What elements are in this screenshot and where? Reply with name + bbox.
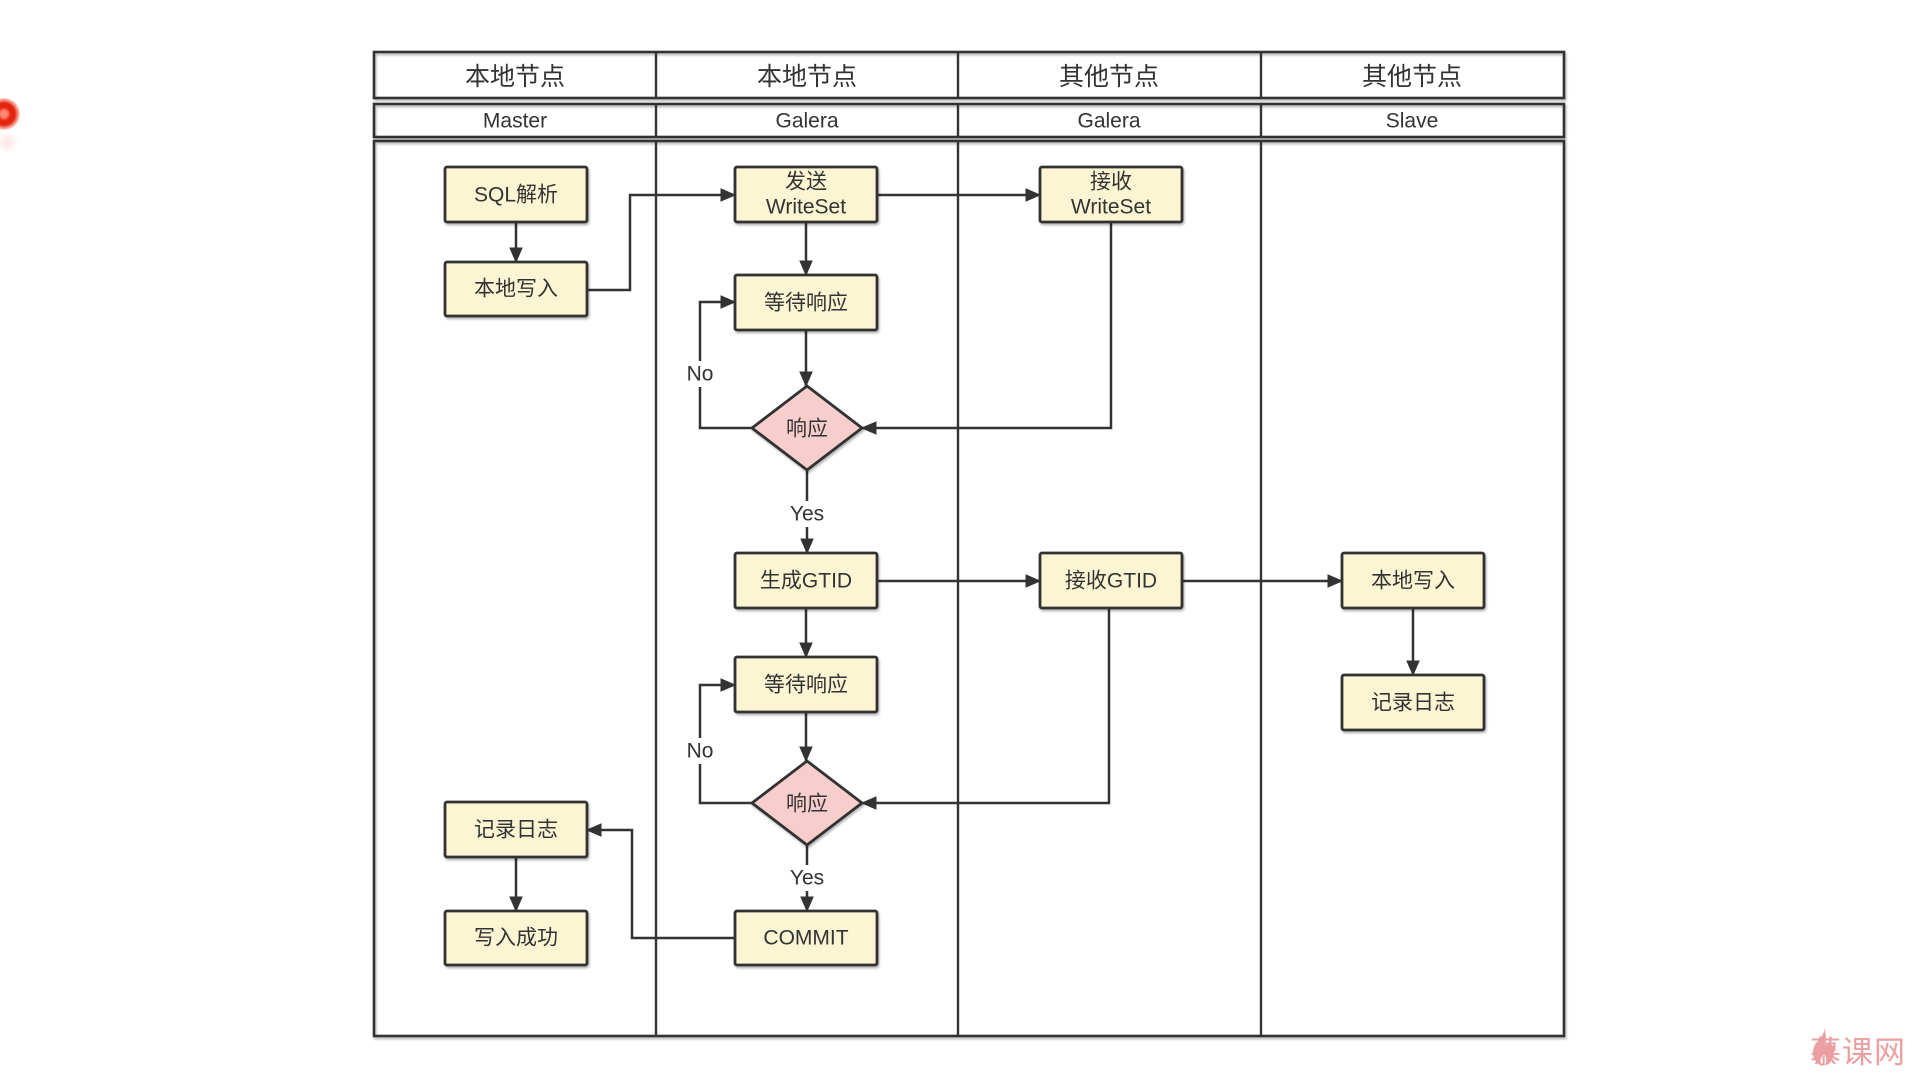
decision-diamond — [749, 384, 865, 472]
process-box — [443, 165, 589, 224]
lane-title-other-galera: 其他节点 — [1059, 63, 1159, 91]
node-write-success: 写入成功 — [443, 909, 589, 967]
node-sql-parse: SQL解析 — [443, 165, 589, 224]
node-label: 记录日志 — [474, 819, 558, 842]
node-label: WriteSet — [1071, 196, 1151, 219]
flow-edges — [509, 188, 1420, 940]
node-local-write-master: 本地写入 — [443, 260, 589, 318]
flame-icon — [1812, 1027, 1835, 1066]
edge-label-yes-1: Yes — [790, 503, 824, 526]
process-box — [443, 260, 589, 318]
node-label: 等待响应 — [764, 292, 848, 315]
process-box — [1340, 673, 1486, 732]
flow-nodes: SQL解析 本地写入 发送 WriteSet 接收 WriteSet 等待响应 … — [443, 165, 1486, 967]
node-label: 发送 — [785, 171, 827, 194]
process-box — [1038, 551, 1184, 610]
process-box — [443, 909, 589, 967]
node-label: COMMIT — [763, 927, 848, 950]
decision-diamond — [749, 759, 865, 847]
node-recv-gtid: 接收GTID — [1038, 551, 1184, 610]
edge-label-bg — [682, 738, 718, 764]
edge-localwrite-to-sendwriteset — [587, 188, 737, 292]
swimlane-table: 本地节点 本地节点 其他节点 其他节点 Master Galera Galera… — [372, 50, 1566, 1038]
node-label: 本地写入 — [474, 278, 558, 301]
process-box — [733, 165, 879, 224]
lane-body-band — [372, 139, 1566, 1038]
lane-title-band — [372, 50, 1566, 100]
process-box — [1340, 551, 1486, 610]
node-label: 生成GTID — [760, 570, 852, 593]
node-label: 响应 — [786, 418, 828, 441]
lane-label-slave: Slave — [1386, 110, 1439, 133]
edge-labels: No Yes No Yes — [682, 361, 829, 891]
lane-label-band — [372, 102, 1566, 139]
node-label: SQL解析 — [474, 184, 558, 207]
lane-label-master: Master — [483, 110, 547, 133]
edge-label-bg — [682, 361, 718, 387]
node-label: 等待响应 — [764, 674, 848, 697]
recording-dot-indicator — [0, 98, 20, 130]
edge-label-no-1: No — [687, 363, 714, 386]
node-gen-gtid: 生成GTID — [733, 551, 879, 610]
lane-title-local-master: 本地节点 — [465, 63, 565, 91]
node-label: 本地写入 — [1371, 570, 1455, 593]
node-send-writeset: 发送 WriteSet — [733, 165, 879, 224]
process-box — [733, 273, 879, 332]
node-wait-response-1: 等待响应 — [733, 273, 879, 332]
node-local-write-slave: 本地写入 — [1340, 551, 1486, 610]
node-label: 接收 — [1090, 171, 1132, 194]
process-box — [1038, 165, 1184, 224]
node-label: 接收GTID — [1065, 570, 1157, 593]
lane-label-galera-2: Galera — [1077, 110, 1140, 133]
process-box — [733, 551, 879, 610]
process-box — [443, 800, 589, 859]
watermark: 慕课网 — [1810, 1027, 1906, 1072]
node-log-master: 记录日志 — [443, 800, 589, 859]
edge-label-no-2: No — [687, 740, 714, 763]
lane-title-local-galera: 本地节点 — [757, 63, 857, 91]
edge-commit-to-logmaster — [585, 823, 735, 940]
node-response-decision-1: 响应 — [749, 384, 865, 472]
node-log-slave: 记录日志 — [1340, 673, 1486, 732]
node-label: 响应 — [786, 793, 828, 816]
edge-label-bg — [785, 501, 829, 527]
node-response-decision-2: 响应 — [749, 759, 865, 847]
node-label: WriteSet — [766, 196, 846, 219]
node-recv-writeset: 接收 WriteSet — [1038, 165, 1184, 224]
edge-label-bg — [785, 865, 829, 891]
lane-title-other-slave: 其他节点 — [1362, 63, 1462, 91]
node-wait-response-2: 等待响应 — [733, 655, 879, 714]
node-commit: COMMIT — [733, 909, 879, 967]
edge-recvgtid-to-response2 — [860, 608, 1111, 810]
recording-dot-glow — [0, 132, 20, 152]
process-box — [733, 655, 879, 714]
process-box — [733, 909, 879, 967]
edge-label-yes-2: Yes — [790, 867, 824, 890]
lane-label-galera-1: Galera — [775, 110, 838, 133]
node-label: 记录日志 — [1371, 692, 1455, 715]
edge-recvwriteset-to-response1 — [860, 222, 1113, 435]
node-label: 写入成功 — [474, 927, 558, 950]
